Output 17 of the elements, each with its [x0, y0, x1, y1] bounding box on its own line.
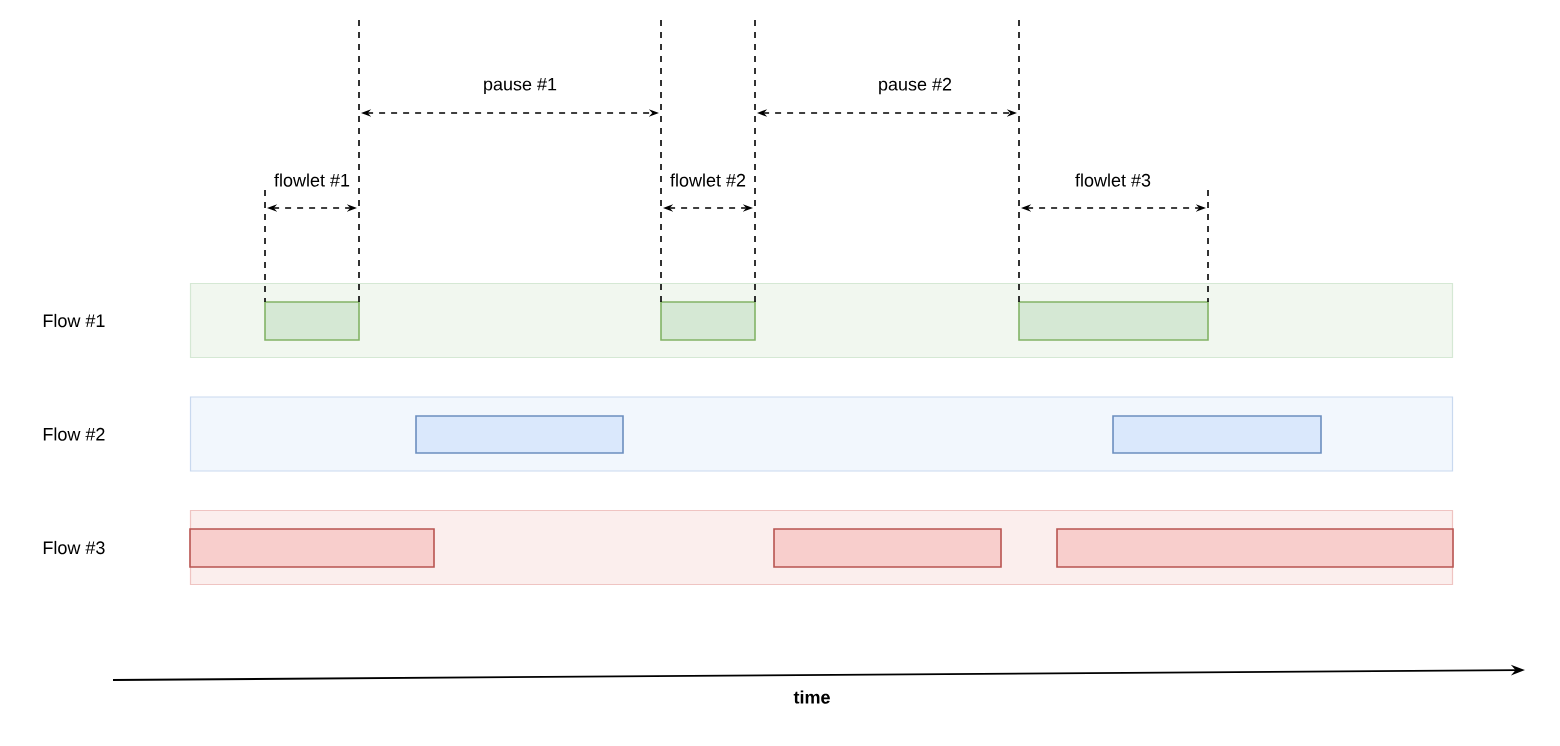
packet-box	[415, 415, 624, 454]
packet-box	[264, 301, 360, 341]
lane-label: Flow #3	[43, 540, 105, 555]
packet-box	[1112, 415, 1322, 454]
dimension-label: pause #1	[481, 75, 560, 97]
lane-label: Flow #2	[43, 427, 105, 441]
packet-box	[773, 528, 1002, 568]
packet-box	[189, 528, 435, 568]
packet-box	[1056, 528, 1454, 568]
dimension-label: flowlet #1	[272, 171, 353, 189]
packet-box	[660, 301, 756, 341]
dimension-label: pause #2	[875, 75, 955, 97]
packet-box	[1018, 301, 1209, 341]
lane-label: Flow #1	[43, 313, 105, 328]
dimension-label: flowlet #3	[1073, 171, 1154, 189]
dimension-label: flowlet #2	[668, 171, 749, 189]
axis-label: time	[793, 690, 830, 704]
